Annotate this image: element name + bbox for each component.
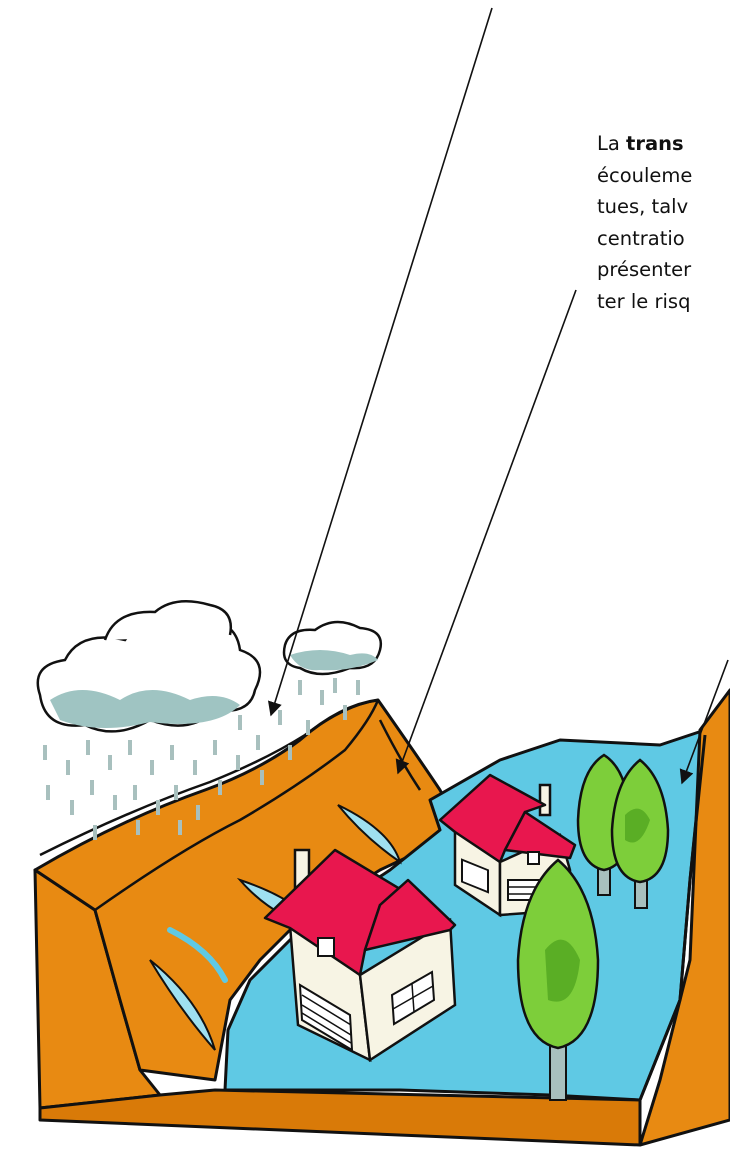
arrow-ridge [398,290,576,773]
clouds [38,601,381,731]
